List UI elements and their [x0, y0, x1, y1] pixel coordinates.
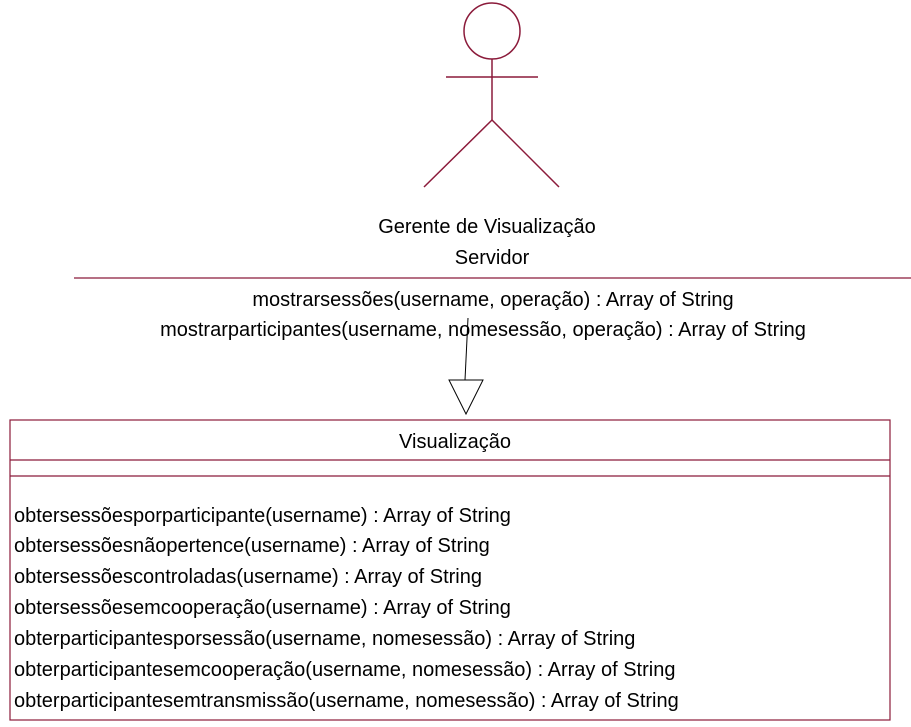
arrow-head	[448, 379, 484, 416]
generalization-arrow	[448, 317, 484, 416]
class-operation: obterparticipantesemtransmissão(username…	[14, 690, 679, 712]
actor-name: Gerente de Visualização	[378, 216, 596, 238]
actor-stereotype: Servidor	[454, 247, 530, 269]
actor-operation: mostrarparticipantes(username, nomesessã…	[160, 319, 806, 341]
class-operation: obterparticipantesemcooperação(username,…	[14, 659, 676, 681]
actor-figure	[423, 2, 560, 188]
class-box	[9, 419, 891, 721]
actor-left-leg	[423, 119, 493, 188]
actor-operation: mostrarsessões(username, operação) : Arr…	[252, 289, 734, 311]
class-operation: obtersessõesporparticipante(username) : …	[14, 505, 511, 527]
actor-right-leg	[491, 119, 560, 188]
actor-head	[463, 2, 521, 60]
class-operation: obtersessõescontroladas(username) : Arra…	[14, 566, 482, 588]
class-operation: obtersessõesemcooperação(username) : Arr…	[14, 597, 511, 619]
class-operation: obtersessõesnãopertence(username) : Arra…	[14, 535, 490, 557]
class-box-border	[9, 419, 891, 721]
class-name: Visualização	[399, 431, 511, 453]
arrow-shaft	[464, 317, 469, 381]
class-operation: obterparticipantesporsessão(username, no…	[14, 628, 636, 650]
